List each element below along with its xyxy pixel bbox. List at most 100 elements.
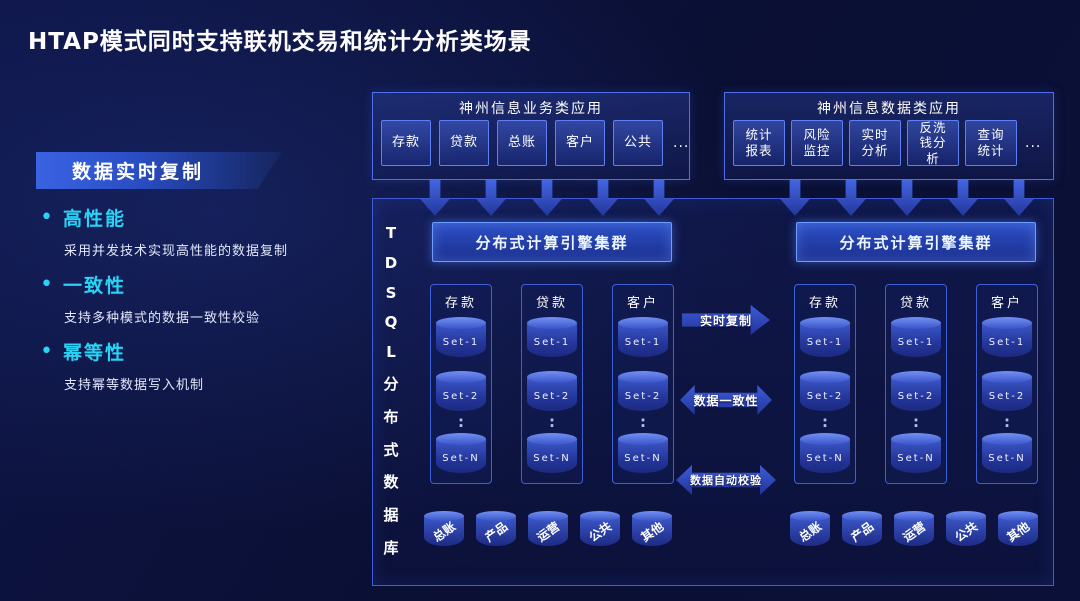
ellipsis-dots: : <box>822 413 828 431</box>
db-cylinder: Set-1 <box>436 317 486 357</box>
feature-desc: 支持幂等数据写入机制 <box>64 378 205 393</box>
feature-item: • 高性能 采用并发技术实现高性能的数据复制 <box>40 204 350 259</box>
db-group-title: 贷款 <box>535 296 568 311</box>
tdsql-vertical-char: 库 <box>383 538 399 557</box>
app-chip: 总账 <box>497 120 547 166</box>
db-cylinder: Set-N <box>982 433 1032 473</box>
app-chip: 存款 <box>381 120 431 166</box>
db-cylinder: Set-2 <box>436 371 486 411</box>
business-apps-panel: 神州信息业务类应用 存款 贷款 总账 客户 公共 ... <box>372 92 690 180</box>
bottom-cylinder: 运营 <box>528 511 568 546</box>
tdsql-vertical-char: 分 <box>383 374 399 393</box>
set-label: Set-2 <box>988 390 1026 402</box>
feature-name: 一致性 <box>62 275 126 297</box>
section-badge-label: 数据实时复制 <box>72 161 205 183</box>
bullet-icon: • <box>40 271 53 297</box>
db-cylinder: Set-N <box>527 433 577 473</box>
tdsql-vertical-char: 据 <box>383 506 399 525</box>
db-group-right-customer: 客户 Set-1 Set-2 : Set-N <box>976 284 1038 484</box>
app-chip: 贷款 <box>439 120 489 166</box>
db-cylinder: Set-1 <box>982 317 1032 357</box>
tdsql-vertical-label: T D S Q L 分 布 式 数 据 库 <box>378 224 404 558</box>
bullet-icon: • <box>40 204 53 230</box>
bottom-cylinder: 产品 <box>842 511 882 546</box>
tdsql-vertical-char: 数 <box>383 473 399 492</box>
feature-name: 高性能 <box>62 208 126 230</box>
feature-desc: 采用并发技术实现高性能的数据复制 <box>64 244 289 259</box>
db-group-title: 存款 <box>808 296 841 311</box>
set-label: Set-1 <box>988 336 1026 348</box>
db-group-left-deposit: 存款 Set-1 Set-2 : Set-N <box>430 284 492 484</box>
app-chip: 风险监控 <box>791 120 843 166</box>
db-cylinder: Set-1 <box>618 317 668 357</box>
db-group-title: 存款 <box>444 296 477 311</box>
tdsql-vertical-char: L <box>386 343 396 362</box>
ellipsis-dots: : <box>549 413 555 431</box>
tdsql-vertical-char: 布 <box>383 407 399 426</box>
tdsql-vertical-char: S <box>385 283 397 302</box>
connector-data-consistency: 数据一致性 <box>680 385 772 415</box>
page-title: HTAP模式同时支持联机交易和统计分析类场景 <box>28 29 532 55</box>
bullet-icon: • <box>40 338 53 364</box>
connector-realtime-replication: 实时复制 <box>682 305 770 335</box>
app-chip: 统计报表 <box>733 120 785 166</box>
set-label: Set-1 <box>806 336 844 348</box>
bottom-cylinder: 产品 <box>476 511 516 546</box>
db-cylinder: Set-N <box>891 433 941 473</box>
db-group-right-loan: 贷款 Set-1 Set-2 : Set-N <box>885 284 947 484</box>
set-label: Set-N <box>806 452 844 464</box>
set-label: Set-1 <box>624 336 662 348</box>
db-cylinder: Set-2 <box>891 371 941 411</box>
feature-name: 幂等性 <box>62 342 126 364</box>
db-group-title: 客户 <box>626 296 659 311</box>
feature-list: • 高性能 采用并发技术实现高性能的数据复制 • 一致性 支持多种模式的数据一致… <box>40 192 350 403</box>
section-badge: 数据实时复制 <box>36 152 282 189</box>
bottom-cylinder: 其他 <box>632 511 672 546</box>
db-cylinder: Set-1 <box>527 317 577 357</box>
set-label: Set-N <box>624 452 662 464</box>
ellipsis-dots: : <box>913 413 919 431</box>
feature-item: • 一致性 支持多种模式的数据一致性校验 <box>40 271 350 326</box>
app-chip: 查询统计 <box>965 120 1017 166</box>
set-label: Set-2 <box>806 390 844 402</box>
ellipsis-dots: : <box>640 413 646 431</box>
app-chip: 客户 <box>555 120 605 166</box>
set-label: Set-N <box>533 452 571 464</box>
business-apps-chips: 存款 贷款 总账 客户 公共 ... <box>381 120 690 166</box>
app-chip: 反洗钱分析 <box>907 120 959 166</box>
db-cylinder: Set-N <box>800 433 850 473</box>
data-apps-panel: 神州信息数据类应用 统计报表 风险监控 实时分析 反洗钱分析 查询统计 ... <box>724 92 1054 180</box>
db-cylinder: Set-1 <box>800 317 850 357</box>
db-cylinder: Set-2 <box>982 371 1032 411</box>
db-group-title: 贷款 <box>899 296 932 311</box>
connector-auto-verification: 数据自动校验 <box>676 465 776 495</box>
tdsql-vertical-char: T <box>385 224 397 242</box>
app-chip: 公共 <box>613 120 663 166</box>
set-label: Set-N <box>988 452 1026 464</box>
db-cylinder: Set-1 <box>891 317 941 357</box>
more-ellipsis: ... <box>673 135 690 151</box>
set-label: Set-2 <box>442 390 480 402</box>
business-apps-title: 神州信息业务类应用 <box>459 101 603 117</box>
db-cylinder: Set-2 <box>527 371 577 411</box>
db-cylinder: Set-2 <box>800 371 850 411</box>
tdsql-vertical-char: Q <box>384 313 398 332</box>
set-label: Set-2 <box>897 390 935 402</box>
bottom-cylinder: 公共 <box>946 511 986 546</box>
set-label: Set-1 <box>897 336 935 348</box>
db-group-right-deposit: 存款 Set-1 Set-2 : Set-N <box>794 284 856 484</box>
bottom-cylinder: 总账 <box>790 511 830 546</box>
tdsql-vertical-char: 式 <box>383 440 399 459</box>
set-label: Set-2 <box>533 390 571 402</box>
set-label: Set-N <box>897 452 935 464</box>
feature-item: • 幂等性 支持幂等数据写入机制 <box>40 338 350 393</box>
tdsql-vertical-char: D <box>384 253 398 272</box>
more-ellipsis: ... <box>1025 135 1042 151</box>
engine-cluster-right: 分布式计算引擎集群 <box>796 222 1036 262</box>
bottom-cylinder: 其他 <box>998 511 1038 546</box>
set-label: Set-1 <box>442 336 480 348</box>
bottom-cylinder: 运营 <box>894 511 934 546</box>
set-label: Set-N <box>442 452 480 464</box>
db-group-left-loan: 贷款 Set-1 Set-2 : Set-N <box>521 284 583 484</box>
